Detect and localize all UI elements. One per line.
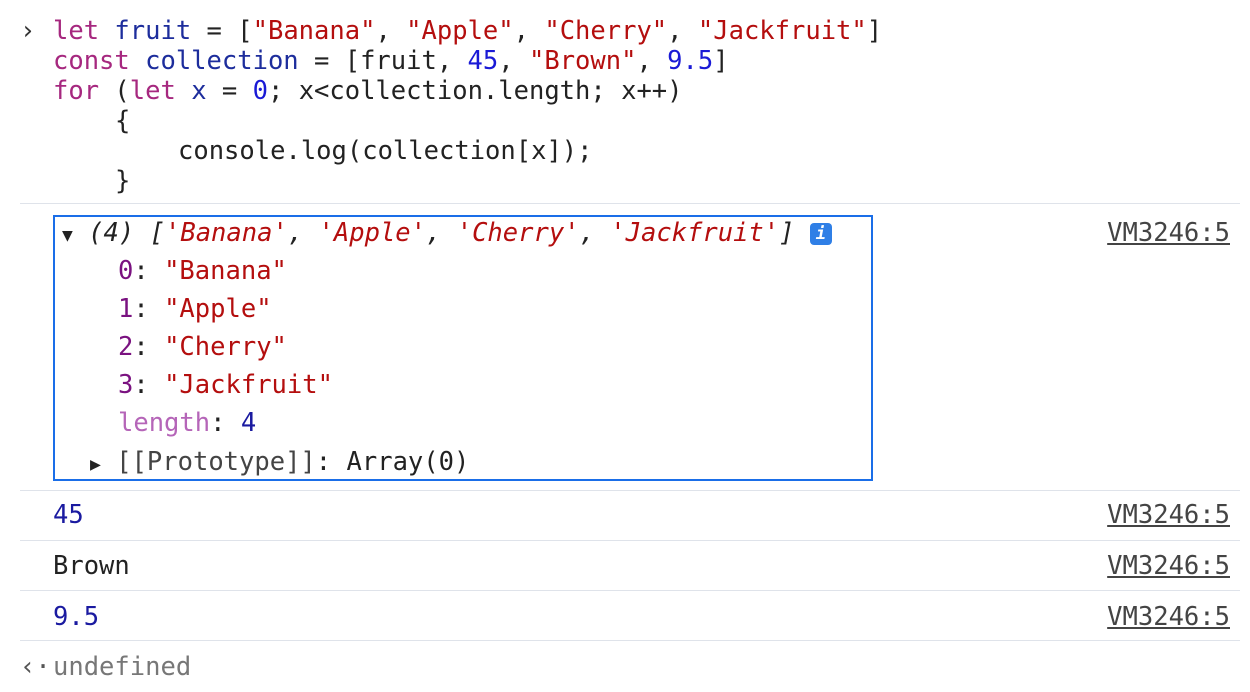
string: "Apple"	[406, 16, 514, 46]
array-entry: 2: "Cherry"	[118, 332, 287, 362]
divider	[20, 490, 1240, 491]
punct: [	[149, 218, 165, 248]
length-value: 4	[240, 408, 257, 438]
log-entry-array[interactable]	[53, 215, 873, 481]
length-key: length	[118, 408, 211, 438]
string: "Jackfruit"	[697, 16, 867, 46]
prototype-row[interactable]: ▶ [[Prototype]]: Array(0)	[90, 447, 470, 477]
code-line-2: const collection = [fruit, 45, "Brown", …	[53, 46, 729, 76]
entry-key: 1	[118, 294, 134, 324]
return-value: undefined	[53, 652, 192, 682]
entry-value: "Apple"	[164, 294, 272, 324]
punct: =	[206, 76, 253, 106]
divider	[20, 203, 1240, 204]
array-preview[interactable]: ▼ (4) ['Banana', 'Apple', 'Cherry', 'Jac…	[62, 218, 832, 251]
source-link[interactable]: VM3246:5	[1107, 500, 1230, 530]
preview-item: 'Jackfruit'	[610, 218, 780, 248]
divider	[20, 640, 1240, 641]
preview-item: 'Cherry'	[456, 218, 580, 248]
identifier: x	[191, 76, 207, 106]
entry-key: 3	[118, 370, 134, 400]
preview-item: 'Apple'	[318, 218, 426, 248]
preview-item: 'Banana'	[164, 218, 288, 248]
info-icon[interactable]: i	[809, 223, 832, 245]
array-entry: 0: "Banana"	[118, 256, 287, 286]
entry-value: "Banana"	[164, 256, 287, 286]
array-length: length: 4	[118, 408, 257, 438]
divider	[20, 590, 1240, 591]
string: "Cherry"	[544, 16, 668, 46]
punct: = [fruit,	[298, 46, 468, 76]
log-output-brown: Brown	[53, 551, 130, 581]
keyword: const	[53, 46, 130, 76]
expand-triangle-icon[interactable]: ▼	[62, 225, 73, 246]
punct: ]	[779, 218, 795, 248]
code-line-6: }	[115, 166, 131, 196]
log-output-9-5: 9.5	[53, 602, 100, 632]
identifier: fruit	[114, 16, 192, 46]
prototype-key: [[Prototype]]	[116, 447, 316, 477]
identifier: collection	[145, 46, 299, 76]
prompt-chevron-icon: ›	[20, 16, 36, 46]
number: 45	[467, 46, 499, 76]
punct: ]	[866, 16, 883, 46]
array-entry: 3: "Jackfruit"	[118, 370, 333, 400]
array-count: (4)	[88, 218, 135, 248]
string: "Banana"	[252, 16, 376, 46]
prototype-value: Array(0)	[346, 447, 470, 477]
punct: = [	[191, 16, 253, 46]
punct: (	[99, 76, 130, 106]
code-line-1: let fruit = ["Banana", "Apple", "Cherry"…	[53, 16, 883, 46]
divider	[20, 540, 1240, 541]
punct: ]	[713, 46, 729, 76]
entry-value: "Cherry"	[164, 332, 287, 362]
keyword: let	[129, 76, 176, 106]
keyword: for	[53, 76, 100, 106]
source-link[interactable]: VM3246:5	[1107, 602, 1230, 632]
number: 0	[252, 76, 268, 106]
expand-triangle-icon[interactable]: ▶	[90, 454, 101, 475]
code-line-4: {	[115, 106, 131, 136]
entry-key: 0	[118, 256, 134, 286]
source-link[interactable]: VM3246:5	[1107, 218, 1230, 248]
array-entry: 1: "Apple"	[118, 294, 272, 324]
log-output-45: 45	[53, 500, 84, 530]
code-line-5: console.log(collection[x]);	[178, 136, 593, 166]
keyword: let	[53, 16, 100, 46]
source-link[interactable]: VM3246:5	[1107, 551, 1230, 581]
number: 9.5	[667, 46, 714, 76]
entry-value: "Jackfruit"	[164, 370, 333, 400]
code-line-3: for (let x = 0; x<collection.length; x++…	[53, 76, 683, 106]
entry-key: 2	[118, 332, 134, 362]
return-arrow-icon: ‹·	[20, 652, 51, 682]
string: "Brown"	[528, 46, 637, 76]
code: ; x<collection.length; x++)	[267, 76, 683, 106]
